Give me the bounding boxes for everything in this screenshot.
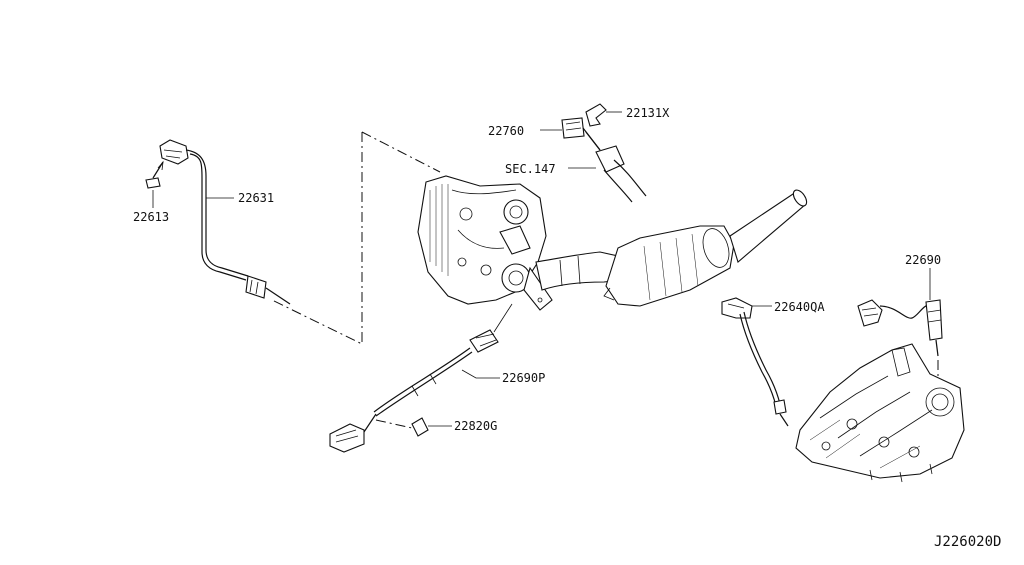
clip-22613 bbox=[145, 160, 164, 189]
sec-147-pipe bbox=[585, 131, 647, 203]
label-22631: 22631 bbox=[238, 191, 274, 205]
assembly-guide-line bbox=[271, 131, 441, 345]
sensor-22690 bbox=[857, 299, 943, 357]
label-22690p: 22690P bbox=[502, 371, 545, 385]
sensor-22640qa bbox=[721, 297, 789, 427]
label-22760: 22760 bbox=[488, 124, 524, 138]
label-sec-147: SEC.147 bbox=[505, 162, 556, 176]
sensor-22631 bbox=[159, 139, 291, 305]
turbocharger-assembly bbox=[417, 175, 623, 311]
label-22690: 22690 bbox=[905, 253, 941, 267]
label-22640qa: 22640QA bbox=[774, 300, 825, 314]
dpf-catalyst bbox=[603, 189, 808, 307]
drawing-code: J226020D bbox=[934, 534, 1001, 550]
label-22131x: 22131X bbox=[626, 106, 670, 120]
clip-22131x bbox=[585, 103, 607, 127]
sensor-22690p bbox=[329, 303, 513, 453]
label-22613: 22613 bbox=[133, 210, 169, 224]
label-22820g: 22820G bbox=[454, 419, 497, 433]
clip-22820g bbox=[375, 417, 429, 437]
exhaust-manifold bbox=[795, 343, 965, 483]
